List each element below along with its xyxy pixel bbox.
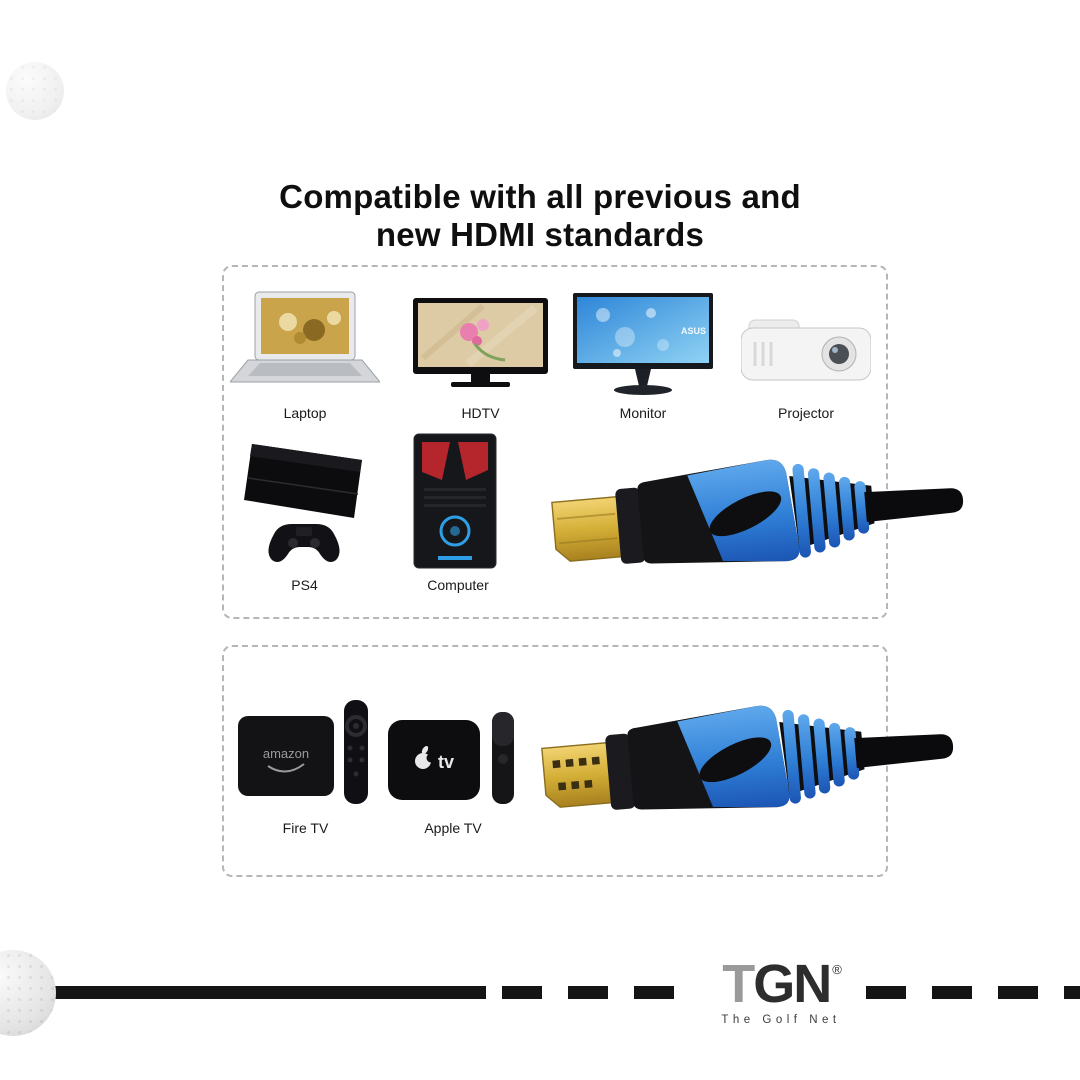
device-projector <box>741 312 871 392</box>
device-monitor: ASUS <box>573 293 713 398</box>
hdtv-image <box>413 298 548 387</box>
brand-divider-line-dashes-right <box>866 986 1080 999</box>
device-fire-tv: amazon <box>238 700 373 810</box>
device-laptop <box>230 290 380 390</box>
apple-tv-image: tv <box>388 712 514 804</box>
fire-tv-image: amazon <box>238 700 368 804</box>
registered-mark: ® <box>832 962 841 977</box>
ps4-image <box>244 444 362 562</box>
compatibility-box-devices <box>222 265 888 619</box>
page-title-line-2: new HDMI standards <box>375 216 705 253</box>
device-label: Apple TV <box>424 820 482 836</box>
projector-image <box>741 319 871 381</box>
golf-ball-top-decoration <box>6 62 64 120</box>
device-label: Laptop <box>283 405 327 421</box>
logo-tagline: The Golf Net <box>721 1014 841 1026</box>
device-hdtv <box>413 298 548 393</box>
hdmi-cable-bottom-image <box>541 705 954 810</box>
fire-tv-brand-text: amazon <box>263 746 309 761</box>
monitor-brand-text: ASUS <box>681 326 706 336</box>
logo-letter-t: T <box>722 954 755 1014</box>
logo-letters-gn: GN <box>753 954 832 1014</box>
device-apple-tv: tv <box>388 712 518 807</box>
page-title-line-1: Compatible with all previous and <box>279 178 801 215</box>
device-label: HDTV <box>461 405 500 421</box>
device-label: PS4 <box>291 577 318 593</box>
device-ps4 <box>232 438 377 573</box>
hdmi-cable-top-image <box>551 459 964 564</box>
device-label: Projector <box>777 405 835 421</box>
brand-divider-line-dashes-left <box>502 986 690 999</box>
monitor-image: ASUS <box>573 293 713 395</box>
tgn-logo-text: TGN® <box>696 942 866 1012</box>
laptop-image <box>230 291 380 383</box>
device-label: Fire TV <box>282 820 329 836</box>
brand-divider-line-solid <box>28 986 486 999</box>
computer-image <box>413 433 497 569</box>
device-label: Monitor <box>619 405 667 421</box>
apple-tv-text: tv <box>438 752 454 772</box>
device-label: Computer <box>427 577 489 593</box>
hdmi-cable-image <box>540 693 954 834</box>
page-title: Compatible with all previous and new HDM… <box>0 178 1080 254</box>
device-computer <box>408 430 508 575</box>
hdmi-cable-image <box>550 447 964 588</box>
golf-ball-decoration <box>0 950 56 1036</box>
tgn-logo: TGN® The Golf Net <box>696 942 866 1026</box>
